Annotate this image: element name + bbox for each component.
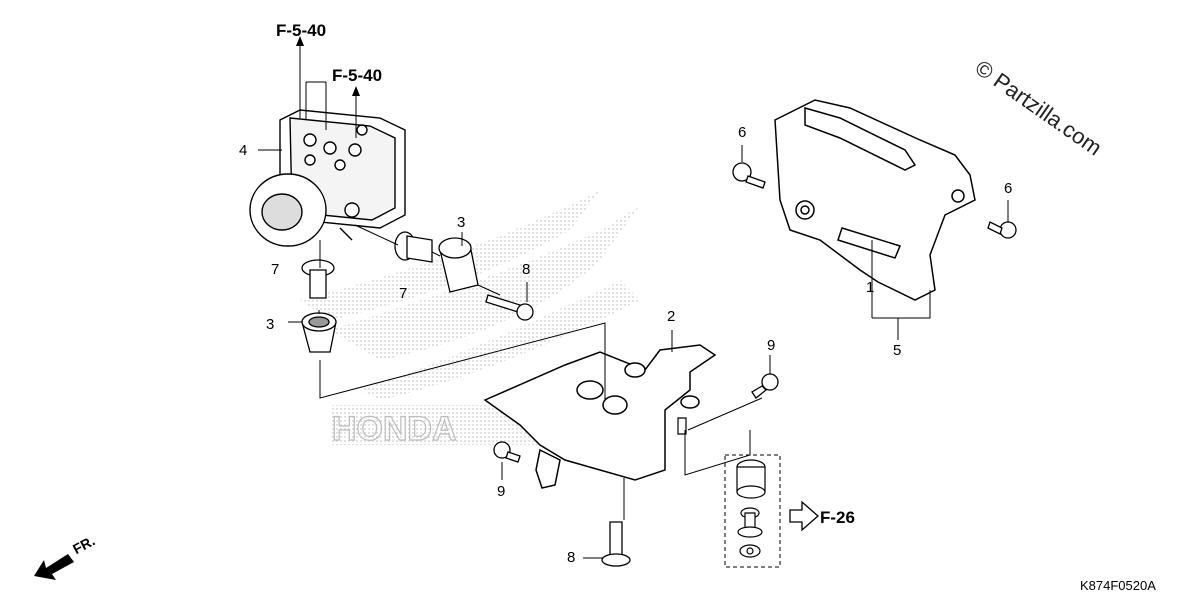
- mounting-bracket: [483, 344, 717, 489]
- bolt-6b: [987, 221, 1017, 239]
- kit-nut: [739, 544, 761, 558]
- callout-7-left[interactable]: 7: [271, 261, 280, 278]
- rubber-grommet-3b: [301, 312, 337, 353]
- front-direction-arrow: [34, 554, 74, 580]
- bolt-6a: [732, 162, 766, 189]
- diagram-code: K874F0520A: [1080, 578, 1156, 593]
- callout-9-left[interactable]: 9: [497, 483, 506, 500]
- honda-logo-outline: HONDA: [332, 410, 457, 448]
- bolt-9b: [493, 441, 521, 463]
- ref-f-26[interactable]: F-26: [820, 508, 855, 527]
- callout-3-upper[interactable]: 3: [457, 214, 466, 231]
- callout-6-left[interactable]: 6: [738, 124, 747, 141]
- callout-7-right[interactable]: 7: [399, 285, 408, 302]
- callout-3-lower[interactable]: 3: [266, 316, 275, 333]
- callout-4[interactable]: 4: [239, 142, 248, 159]
- callout-1[interactable]: 1: [866, 279, 875, 296]
- bolt-9a: [751, 373, 779, 399]
- collar-7a: [301, 259, 335, 299]
- callout-5[interactable]: 5: [893, 342, 902, 359]
- flange-bolt-8b: [601, 521, 631, 567]
- honda-wing-background: [300, 190, 640, 400]
- flange-bolt-8a: [485, 294, 534, 321]
- bracket-stud: [677, 417, 687, 435]
- collar-7b: [394, 231, 433, 263]
- leader-lines: [258, 40, 1009, 559]
- callout-6-right[interactable]: 6: [1004, 180, 1013, 197]
- ref-f-5-40-mid[interactable]: F-5-40: [332, 66, 383, 85]
- rubber-grommet-3a: [438, 237, 479, 293]
- callout-9-right[interactable]: 9: [767, 337, 776, 354]
- ref-f-5-40-top[interactable]: F-5-40: [276, 21, 327, 40]
- f26-arrow: [789, 500, 819, 532]
- abs-modulator: [249, 109, 406, 247]
- callout-8-upper[interactable]: 8: [522, 261, 531, 278]
- callout-2[interactable]: 2: [667, 308, 676, 325]
- callout-8-lower[interactable]: 8: [567, 549, 576, 566]
- reference-arrowheads: [296, 36, 360, 96]
- kit-collar: [737, 507, 763, 538]
- kit-grommet: [736, 459, 766, 499]
- modulator-cover: [774, 99, 976, 301]
